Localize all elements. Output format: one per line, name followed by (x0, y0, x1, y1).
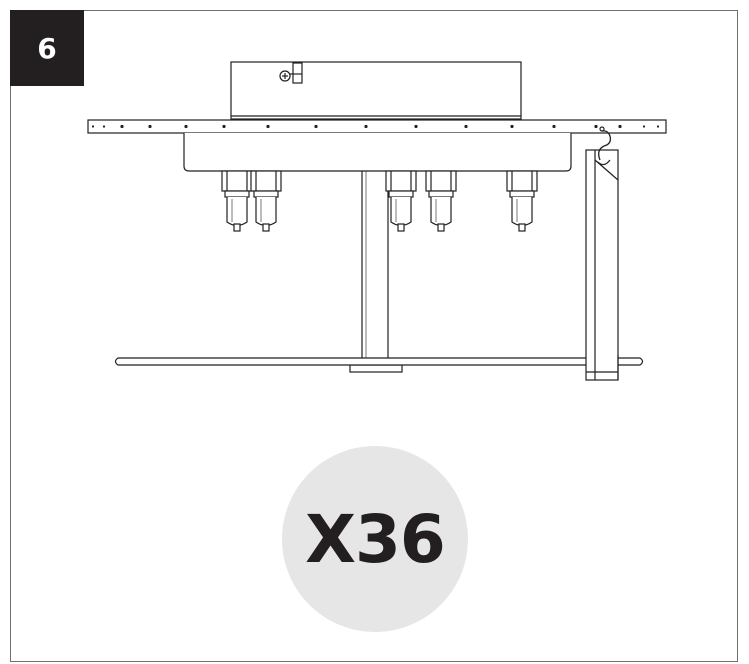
rail-hole (510, 124, 514, 129)
connector (250, 170, 282, 232)
rail-hole (148, 124, 152, 129)
rail-hole (120, 124, 124, 129)
screw-icon (279, 62, 303, 84)
rail-hole (91, 125, 95, 128)
hook-icon (597, 126, 612, 166)
connector (221, 170, 253, 232)
rail-holes (91, 124, 660, 129)
rail-hole (364, 124, 368, 129)
rail-hole (102, 125, 106, 128)
connector-group (221, 170, 538, 232)
top-box (230, 61, 522, 120)
rail-hole (184, 124, 188, 129)
rail-hole (642, 125, 646, 128)
hanging-panel (585, 149, 619, 381)
lower-housing (183, 133, 572, 172)
connector (385, 170, 417, 232)
rail-hole (222, 124, 226, 129)
step-number-badge: 6 (10, 10, 84, 86)
connector (506, 170, 538, 232)
step-number: 6 (37, 31, 57, 65)
perforated-rail (87, 119, 667, 134)
base-bar (114, 357, 644, 366)
rail-hole (618, 124, 622, 129)
quantity-circle: X36 (282, 446, 468, 632)
rail-hole (266, 124, 270, 129)
center-column (349, 171, 403, 373)
panel-frame (10, 10, 738, 662)
rail-hole (594, 124, 598, 129)
rail-hole (656, 125, 660, 128)
rail-hole (464, 124, 468, 129)
quantity-label: X36 (305, 500, 446, 578)
rail-hole (414, 124, 418, 129)
rail-hole (314, 124, 318, 129)
connector (425, 170, 457, 232)
rail-hole (552, 124, 556, 129)
